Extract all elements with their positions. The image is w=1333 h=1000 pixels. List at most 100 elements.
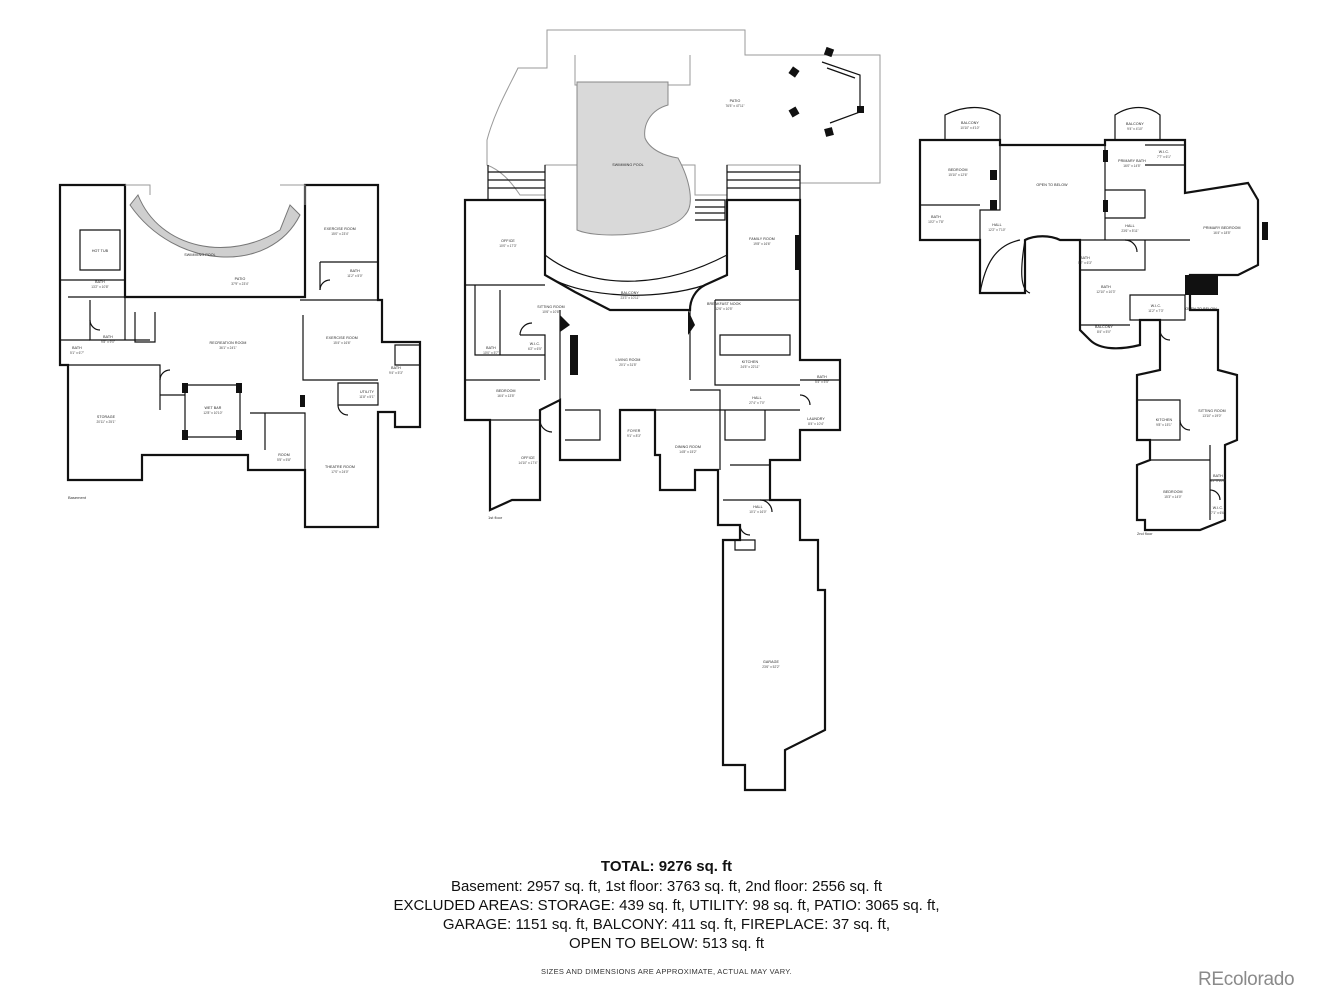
svg-text:RECREATION ROOM: RECREATION ROOM — [210, 341, 247, 345]
svg-text:6'2" x 6'5": 6'2" x 6'5" — [528, 347, 542, 351]
svg-text:W.I.C.: W.I.C. — [1151, 304, 1161, 308]
svg-text:8'4" x 10'4": 8'4" x 10'4" — [808, 422, 824, 426]
basement-pool-shape — [129, 194, 301, 258]
svg-text:OPEN TO BELOW: OPEN TO BELOW — [1036, 183, 1068, 187]
room-f-pool: SWIMMING POOL — [612, 163, 643, 167]
svg-text:FOYER: FOYER — [628, 429, 641, 433]
svg-text:HALL: HALL — [992, 223, 1001, 227]
svg-text:13'10" x 19'0": 13'10" x 19'0" — [1202, 414, 1221, 418]
svg-text:16'4" x 18'5": 16'4" x 18'5" — [1213, 231, 1230, 235]
svg-text:10'0" x 17'3": 10'0" x 17'3" — [499, 244, 516, 248]
svg-text:BREAKFAST NOOK: BREAKFAST NOOK — [707, 302, 742, 306]
area-summary-line: EXCLUDED AREAS: STORAGE: 439 sq. ft, UTI… — [393, 897, 940, 914]
room-b-pool: SWIMMING POOL — [184, 253, 215, 257]
svg-text:17'0" x 24'0": 17'0" x 24'0" — [331, 470, 348, 474]
svg-text:16'0" x 14'5": 16'0" x 14'5" — [1123, 164, 1140, 168]
svg-text:27'4" x 7'0": 27'4" x 7'0" — [749, 401, 765, 405]
svg-text:EXERCISE ROOM: EXERCISE ROOM — [324, 227, 356, 231]
svg-text:13'2" x 10'8": 13'2" x 10'8" — [91, 285, 108, 289]
room-s-open-2: OPEN TO BELOW — [1185, 307, 1217, 311]
svg-text:BATH: BATH — [1080, 256, 1090, 260]
svg-text:14'10" x 17'4": 14'10" x 17'4" — [518, 461, 537, 465]
svg-text:KITCHEN: KITCHEN — [742, 360, 759, 364]
svg-text:11'2" x 7'3": 11'2" x 7'3" — [1148, 309, 1163, 313]
svg-text:23'6" x 5'11": 23'6" x 5'11" — [1121, 229, 1138, 233]
svg-text:16'4" x 13'5": 16'4" x 13'5" — [497, 394, 514, 398]
svg-text:36'1" x 24'1": 36'1" x 24'1" — [219, 346, 236, 350]
svg-text:10'1" x 16'0": 10'1" x 16'0" — [749, 510, 766, 514]
svg-text:14'8" x 15'2": 14'8" x 15'2" — [679, 450, 696, 454]
svg-text:19'8" x 16'6": 19'8" x 16'6" — [753, 242, 770, 246]
svg-text:DINING ROOM: DINING ROOM — [675, 445, 701, 449]
room-s-wic-3: W.I.C.7'1" x 6'6" — [1211, 506, 1225, 515]
room-s-wic-1: W.I.C.7'7" x 6'1" — [1157, 150, 1171, 159]
room-s-open-1: OPEN TO BELOW — [1036, 183, 1068, 187]
svg-text:KITCHEN: KITCHEN — [1156, 418, 1173, 422]
svg-text:BALCONY: BALCONY — [961, 121, 979, 125]
svg-text:7'1" x 6'6": 7'1" x 6'6" — [1211, 511, 1225, 515]
svg-text:HALL: HALL — [1125, 224, 1134, 228]
svg-text:10'6" x 10'8": 10'6" x 10'8" — [542, 310, 559, 314]
svg-text:15'10" x 12'6": 15'10" x 12'6" — [948, 173, 967, 177]
svg-text:7'7" x 6'1": 7'7" x 6'1" — [1157, 155, 1171, 159]
svg-text:37'9" x 23'4": 37'9" x 23'4" — [231, 282, 248, 286]
first-floor-pool-shape — [576, 81, 691, 236]
svg-text:BALCONY: BALCONY — [1095, 325, 1113, 329]
svg-text:PRIMARY BEDROOM: PRIMARY BEDROOM — [1203, 226, 1240, 230]
svg-text:BEDROOM: BEDROOM — [496, 389, 515, 393]
svg-text:BATH: BATH — [1101, 285, 1111, 289]
svg-text:HALL: HALL — [753, 505, 762, 509]
svg-text:12'6" x 10'5": 12'6" x 10'5" — [715, 307, 732, 311]
first-floor-plan — [463, 29, 881, 792]
svg-text:W.I.C.: W.I.C. — [1213, 506, 1223, 510]
svg-text:OPEN TO BELOW: OPEN TO BELOW — [1185, 307, 1217, 311]
svg-text:11'8" x 5'1": 11'8" x 5'1" — [359, 395, 374, 399]
svg-text:9'1" x 8'3": 9'1" x 8'3" — [627, 434, 641, 438]
total-area-title: TOTAL: 9276 sq. ft — [600, 858, 733, 875]
svg-text:5'4" x 5'5": 5'4" x 5'5" — [815, 380, 829, 384]
room-s-wic-2: W.I.C.11'2" x 7'3" — [1148, 304, 1163, 313]
svg-text:FAMILY ROOM: FAMILY ROOM — [749, 237, 775, 241]
svg-text:SWIMMING POOL: SWIMMING POOL — [184, 253, 215, 257]
svg-text:12'8" x 10'10": 12'8" x 10'10" — [203, 411, 222, 415]
svg-text:BEDROOM: BEDROOM — [948, 168, 967, 172]
svg-text:BATH: BATH — [1213, 474, 1223, 478]
svg-text:5'7" x 6'3": 5'7" x 6'3" — [1078, 261, 1092, 265]
svg-text:BATH: BATH — [391, 366, 401, 370]
svg-text:10'0" x 5'7": 10'0" x 5'7" — [483, 351, 499, 355]
svg-text:20'1" x 31'5": 20'1" x 31'5" — [619, 363, 636, 367]
svg-text:SWIMMING POOL: SWIMMING POOL — [612, 163, 643, 167]
area-summary-line: Basement: 2957 sq. ft, 1st floor: 3763 s… — [450, 878, 883, 895]
svg-text:9'8" x 15'1": 9'8" x 15'1" — [1156, 423, 1172, 427]
svg-text:UTILITY: UTILITY — [360, 390, 375, 394]
area-summary-line: OPEN TO BELOW: 513 sq. ft — [568, 935, 765, 952]
svg-text:9'8" x 9'0": 9'8" x 9'0" — [101, 340, 115, 344]
